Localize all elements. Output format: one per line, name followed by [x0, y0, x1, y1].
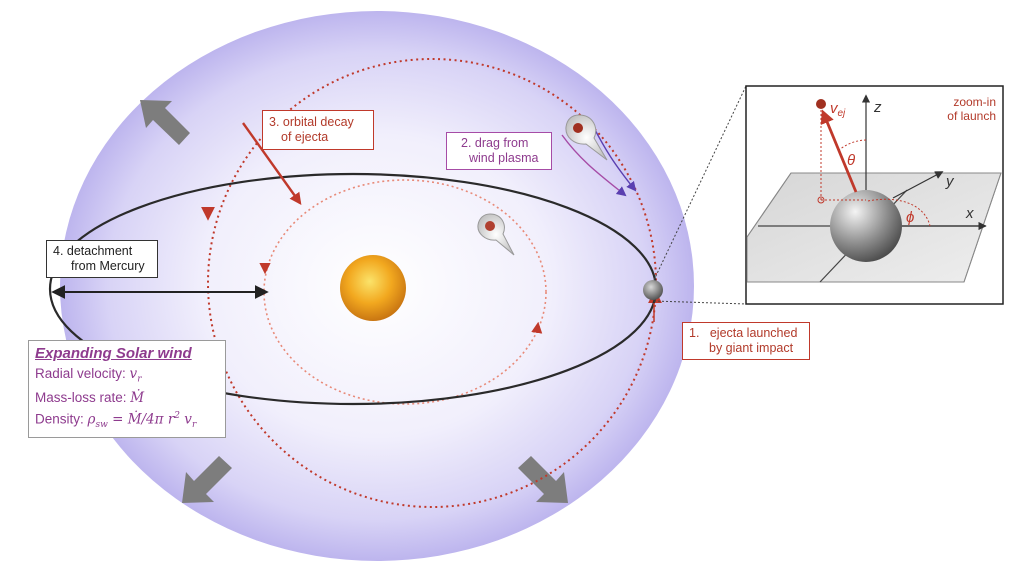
detachment-label: 4. detachment from Mercury	[46, 240, 158, 278]
impact-body	[830, 190, 902, 262]
expansion-arrows	[140, 100, 568, 503]
solar-wind-title: Expanding Solar wind	[35, 345, 192, 362]
arrow-up-left-icon	[140, 100, 190, 145]
launch-line2: by giant impact	[709, 341, 794, 355]
drag-label: 2. drag from wind plasma	[446, 132, 552, 170]
theta-arc	[838, 139, 867, 151]
orbital-decay-line1: 3. orbital decay	[269, 115, 354, 129]
axis-x-label: x	[965, 205, 974, 222]
axis-y-line	[892, 171, 944, 199]
drag-arrow-inner	[561, 134, 627, 197]
sun	[340, 255, 406, 321]
zoom-label-line2: of launch	[947, 109, 996, 123]
orbital-decay-label: 3. orbital decay of ejecta	[262, 110, 374, 150]
zoom-connector-bottom	[653, 300, 747, 305]
drag-line2: wind plasma	[469, 151, 539, 165]
phi-label: ϕ	[906, 209, 914, 226]
drag-line1: 2. drag from	[461, 136, 529, 150]
ejecta-droplet-upper	[565, 114, 608, 161]
ejecta-droplet-lower	[477, 213, 515, 256]
radial-velocity-row: Radial velocity: vr	[35, 366, 142, 385]
ejecta-particle	[816, 99, 826, 109]
detachment-line2: from Mercury	[71, 259, 145, 273]
orbital-decay-arrow	[242, 122, 302, 205]
mass-loss-row: Mass-loss rate: Ṁ	[35, 389, 145, 406]
mercury	[643, 280, 663, 300]
density-row: Density: ρsw = Ṁ/4π r2 vr	[35, 410, 197, 430]
phi-arc	[867, 198, 931, 227]
velocity-label: vej	[830, 100, 846, 119]
launch-label: 1. ejecta launched by giant impact	[682, 322, 810, 360]
axis-z-label: z	[873, 99, 882, 116]
launch-zoom-inset: z y x vej θ ϕ zoom-in of launch	[745, 85, 1004, 305]
spiral-arrow-right	[531, 321, 543, 334]
orbital-decay-line2: of ejecta	[281, 130, 329, 144]
decay-spiral	[263, 179, 547, 405]
arrow-down-left-icon	[182, 456, 232, 503]
zoom-label-line1: zoom-in	[953, 95, 996, 109]
axis-y-label: y	[945, 173, 955, 190]
detachment-line1: 4. detachment	[53, 244, 133, 258]
solar-wind-info-box: Expanding Solar wind Radial velocity: vr…	[28, 340, 226, 438]
velocity-vector	[820, 109, 858, 193]
arrow-down-right-icon	[518, 456, 568, 503]
launch-line1: 1. ejecta launched	[689, 326, 798, 340]
theta-label: θ	[847, 152, 855, 169]
